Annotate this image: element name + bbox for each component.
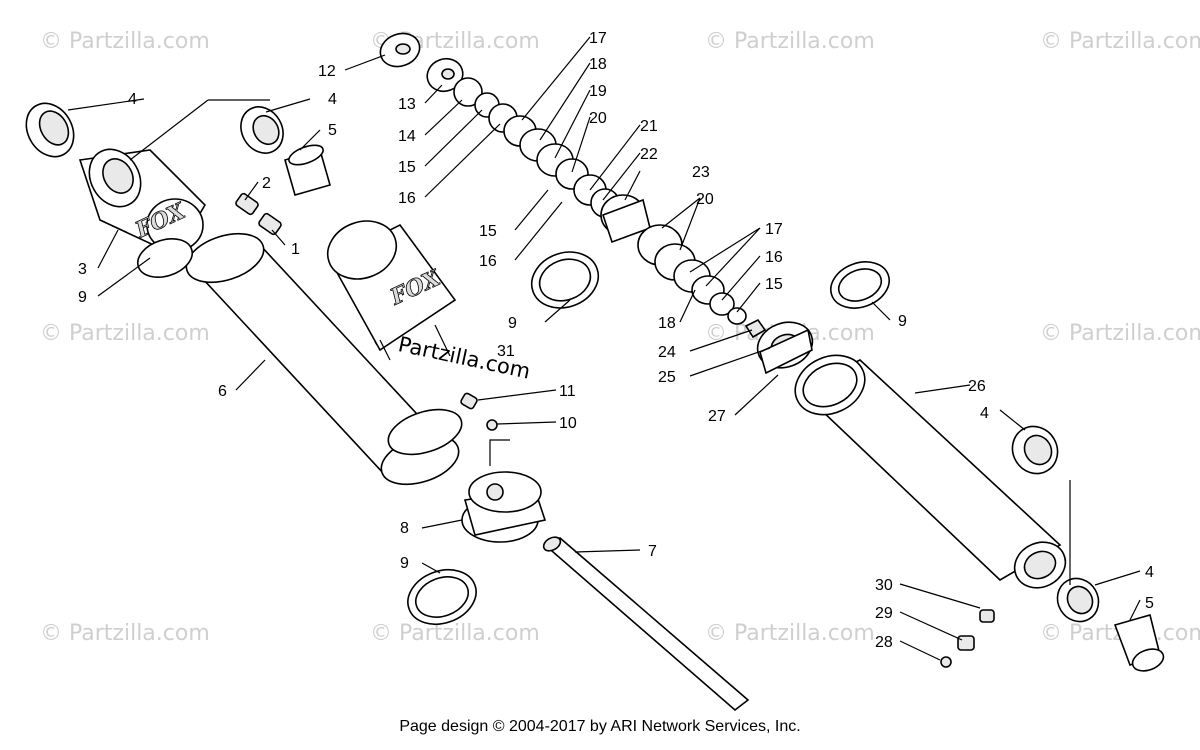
callout-6: 6 bbox=[218, 383, 227, 400]
callout-4: 4 bbox=[1145, 564, 1154, 581]
callout-19: 19 bbox=[589, 83, 607, 100]
callout-16: 16 bbox=[765, 249, 783, 266]
watermark: © Partzilla.com bbox=[1040, 321, 1200, 346]
callout-5: 5 bbox=[1145, 595, 1154, 612]
callout-30: 30 bbox=[875, 577, 893, 594]
reservoir-cap-part-31: FOX bbox=[326, 220, 457, 352]
shim-stack bbox=[379, 32, 767, 339]
callout-22: 22 bbox=[640, 146, 658, 163]
callout-26: 26 bbox=[968, 378, 986, 395]
callout-4: 4 bbox=[980, 405, 989, 422]
callout-9: 9 bbox=[508, 315, 517, 332]
fittings-parts-1-2 bbox=[235, 192, 282, 236]
copyright-footer: Page design © 2004-2017 by ARI Network S… bbox=[399, 718, 801, 735]
bushings-right bbox=[1011, 425, 1165, 672]
watermark: © Partzilla.com bbox=[705, 621, 875, 646]
watermark: © Partzilla.com bbox=[370, 621, 540, 646]
callout-14: 14 bbox=[398, 128, 416, 145]
callout-1: 1 bbox=[291, 241, 300, 258]
callout-28: 28 bbox=[875, 634, 893, 651]
callout-15: 15 bbox=[398, 159, 416, 176]
watermark: © Partzilla.com bbox=[40, 321, 210, 346]
callout-24: 24 bbox=[658, 344, 676, 361]
callout-16: 16 bbox=[479, 253, 497, 270]
watermark: © Partzilla.com bbox=[1040, 29, 1200, 54]
parts-10-11 bbox=[460, 392, 498, 431]
callout-27: 27 bbox=[708, 408, 726, 425]
callout-31: 31 bbox=[497, 343, 515, 360]
reservoir-body-part-26 bbox=[794, 354, 1067, 589]
callout-11: 11 bbox=[559, 383, 576, 400]
callout-labels: 1 2 3 4 4 4 4 5 5 6 7 8 9 9 9 9 10 11 12… bbox=[78, 30, 1154, 651]
callout-23: 23 bbox=[692, 164, 710, 181]
callout-29: 29 bbox=[875, 605, 893, 622]
watermark: © Partzilla.com bbox=[705, 29, 875, 54]
callout-8: 8 bbox=[400, 520, 409, 537]
callout-15: 15 bbox=[765, 276, 783, 293]
callout-9: 9 bbox=[78, 289, 87, 306]
callout-15: 15 bbox=[479, 223, 497, 240]
watermark: © Partzilla.com bbox=[40, 29, 210, 54]
piston-part-8 bbox=[407, 471, 547, 626]
callout-12: 12 bbox=[318, 63, 336, 80]
parts-28-30 bbox=[940, 609, 995, 668]
callout-18: 18 bbox=[589, 56, 607, 73]
callout-13: 13 bbox=[398, 96, 416, 113]
callout-18: 18 bbox=[658, 315, 676, 332]
callout-4: 4 bbox=[128, 91, 137, 108]
callout-9: 9 bbox=[898, 313, 907, 330]
callout-20: 20 bbox=[589, 110, 607, 127]
callout-20: 20 bbox=[696, 191, 714, 208]
callout-17: 17 bbox=[765, 221, 783, 238]
callout-2: 2 bbox=[262, 175, 271, 192]
leader-lines bbox=[67, 36, 1141, 661]
watermarks: © Partzilla.com © Partzilla.com © Partzi… bbox=[40, 29, 1200, 646]
callout-7: 7 bbox=[648, 543, 657, 560]
callout-21: 21 bbox=[640, 118, 658, 135]
callout-17: 17 bbox=[589, 30, 607, 47]
callout-16: 16 bbox=[398, 190, 416, 207]
watermark: © Partzilla.com bbox=[40, 621, 210, 646]
callout-25: 25 bbox=[658, 369, 676, 386]
callout-5: 5 bbox=[328, 122, 337, 139]
callout-9: 9 bbox=[400, 555, 409, 572]
callout-3: 3 bbox=[78, 261, 87, 278]
callout-4: 4 bbox=[328, 91, 337, 108]
shock-body-part-6 bbox=[136, 232, 463, 486]
shock-body-eye-part-3: FOX bbox=[25, 102, 331, 257]
callout-10: 10 bbox=[559, 415, 577, 432]
shaft-part-7 bbox=[542, 536, 750, 712]
seal-head-parts-25-27 bbox=[756, 261, 890, 375]
